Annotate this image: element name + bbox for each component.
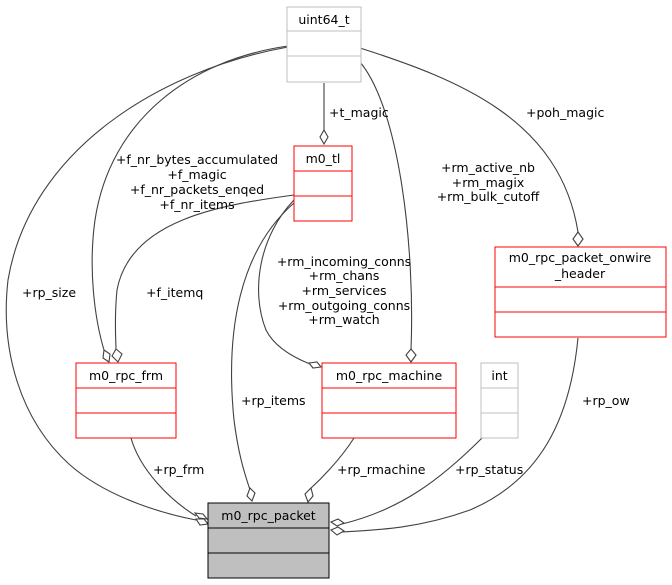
node-uint64-t[interactable]: uint64_t (286, 6, 362, 83)
edge-rp-size (5, 46, 289, 521)
edge-label-line: +f_nr_packets_enqed (130, 182, 264, 197)
edge-rp-ow (341, 337, 579, 533)
edge-rp-items (231, 202, 295, 491)
aggregation-diamond-machine-tl (307, 361, 323, 369)
node-title: m0_tl (306, 151, 341, 166)
edge-label-line: +f_nr_bytes_accumulated (116, 152, 278, 167)
node-title: int (491, 368, 507, 383)
aggregation-diamond-rp-ow (329, 526, 346, 536)
aggregation-diamond-rp-frm (194, 518, 210, 526)
edge-label-machine-tl: +rm_incoming_conns +rm_chans +rm_service… (277, 254, 411, 327)
edge-label-rp-frm: +rp_frm (153, 462, 204, 477)
aggregation-diamond-t-magic (319, 128, 329, 146)
aggregation-diamond-frm-a (102, 349, 111, 363)
edge-label-rp-rmachine: +rp_rmachine (337, 462, 426, 477)
edge-label-line: +rm_active_nb (441, 160, 535, 175)
edge-label-t-magic: +t_magic (329, 105, 389, 120)
aggregation-diamond-rp-rmachine (304, 486, 314, 504)
edge-label-rp-ow: +rp_ow (582, 393, 630, 408)
edge-label-line: +f_nr_items (159, 197, 234, 212)
node-m0-tl[interactable]: m0_tl (293, 145, 353, 222)
edge-label-line: +rm_magix (452, 175, 524, 190)
node-title: uint64_t (298, 12, 349, 27)
edge-f-itemq (114, 194, 295, 351)
aggregation-diamond-poh-magic (572, 231, 584, 247)
edge-label-line: +rm_incoming_conns (277, 254, 411, 269)
edge-label-line: +f_magic (167, 167, 226, 182)
edge-label-machine-uint: +rm_active_nb +rm_magix +rm_bulk_cutoff (437, 160, 540, 204)
edge-uint64-machine (359, 61, 413, 351)
edge-label-line: +rm_outgoing_conns (278, 298, 410, 313)
edge-label-rp-status: +rp_status (455, 462, 523, 477)
edge-poh-magic (359, 47, 579, 233)
edge-label-line: +rm_chans (309, 268, 380, 283)
edge-label-line: +rm_bulk_cutoff (437, 189, 540, 204)
aggregation-diamond-rp-items (246, 487, 256, 502)
node-title: m0_rpc_frm (89, 368, 163, 383)
node-title: m0_rpc_machine (336, 368, 443, 383)
aggregation-diamond-rp-status (329, 518, 346, 527)
node-title: m0_rpc_packet (221, 508, 316, 523)
aggregation-diamond-rp-size (193, 512, 209, 520)
node-title-line2: _header (554, 266, 606, 281)
node-int[interactable]: int (480, 362, 519, 439)
edge-label-frm-uint: +f_nr_bytes_accumulated +f_magic +f_nr_p… (116, 152, 278, 212)
edge-tl-machine (258, 199, 311, 365)
edge-rp-rmachine (308, 437, 355, 491)
node-m0-rpc-frm[interactable]: m0_rpc_frm (75, 362, 177, 439)
edge-label-line: +rm_watch (308, 312, 379, 327)
edge-label-poh-magic: +poh_magic (526, 105, 604, 120)
aggregation-diamond-frm-b (111, 348, 123, 363)
edge-label-rp-size: +rp_size (22, 285, 76, 300)
node-title-line1: m0_rpc_packet_onwire (509, 250, 652, 265)
node-m0-rpc-packet[interactable]: m0_rpc_packet (207, 502, 330, 579)
edge-label-line: +rm_services (301, 283, 386, 298)
aggregation-diamond-machine-uint (405, 348, 417, 363)
edge-label-f-itemq: +f_itemq (146, 285, 203, 300)
edge-label-rp-items: +rp_items (241, 393, 306, 408)
node-m0-rpc-packet-onwire-header[interactable]: m0_rpc_packet_onwire _header (494, 246, 667, 338)
node-m0-rpc-machine[interactable]: m0_rpc_machine (321, 362, 457, 439)
edge-rp-status (341, 437, 483, 525)
edge-rp-frm (130, 437, 197, 517)
